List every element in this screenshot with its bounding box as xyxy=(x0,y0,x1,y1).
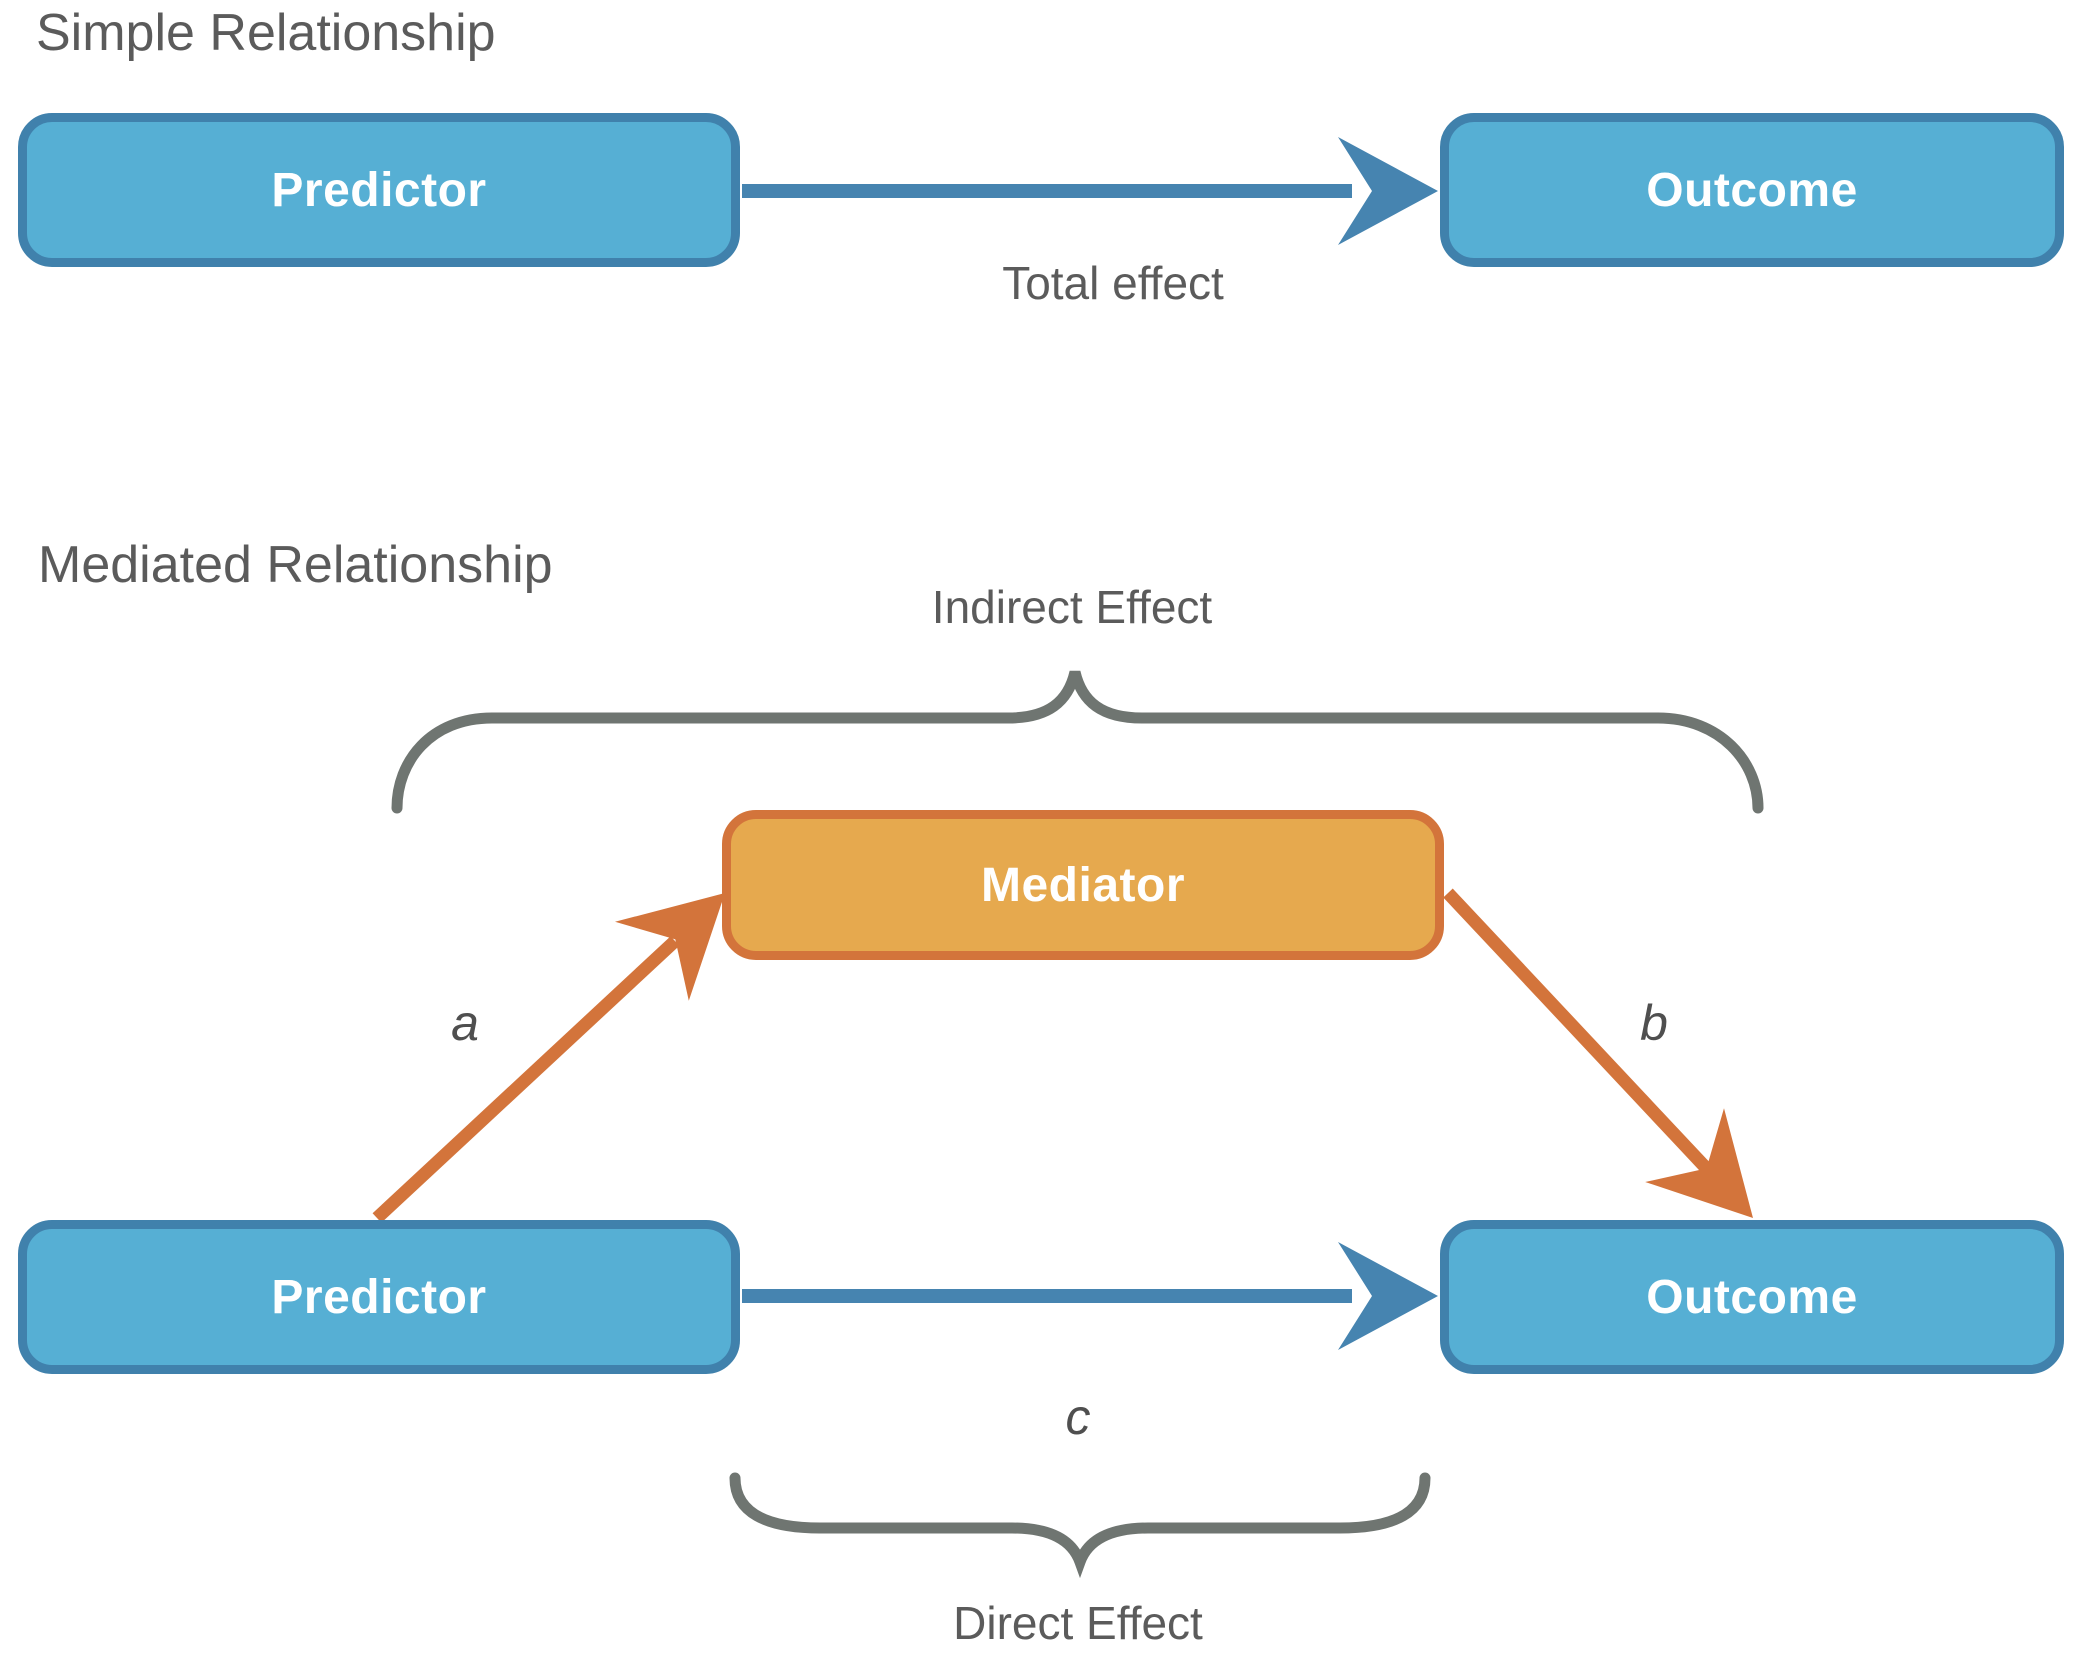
total-effect-label: Total effect xyxy=(1002,257,1224,309)
total-effect-arrow xyxy=(742,137,1438,245)
path-b-label: b xyxy=(1640,995,1668,1051)
path-c-label: c xyxy=(1065,1389,1091,1445)
indirect-effect-brace xyxy=(391,670,1764,814)
mediated-outcome-label: Outcome xyxy=(1646,1270,1858,1324)
simple-outcome-label: Outcome xyxy=(1646,163,1858,217)
mediated-section-title: Mediated Relationship xyxy=(38,536,553,594)
direct-effect-label: Direct Effect xyxy=(953,1597,1203,1649)
path-c-arrow xyxy=(742,1242,1438,1350)
direct-effect-brace xyxy=(729,1472,1431,1579)
simple-outcome-node: Outcome xyxy=(1440,113,2064,267)
mediated-predictor-label: Predictor xyxy=(271,1270,487,1324)
mediated-outcome-node: Outcome xyxy=(1440,1220,2064,1374)
simple-predictor-node: Predictor xyxy=(18,113,740,267)
path-a-arrow xyxy=(372,893,725,1223)
simple-section-title: Simple Relationship xyxy=(36,4,496,62)
indirect-effect-label: Indirect Effect xyxy=(931,581,1213,633)
mediator-label: Mediator xyxy=(980,858,1185,912)
mediated-predictor-node: Predictor xyxy=(18,1220,740,1374)
simple-predictor-label: Predictor xyxy=(271,163,487,217)
path-b-arrow xyxy=(1443,888,1753,1218)
path-a-label: a xyxy=(451,995,479,1051)
mediator-node: Mediator xyxy=(722,810,1444,960)
